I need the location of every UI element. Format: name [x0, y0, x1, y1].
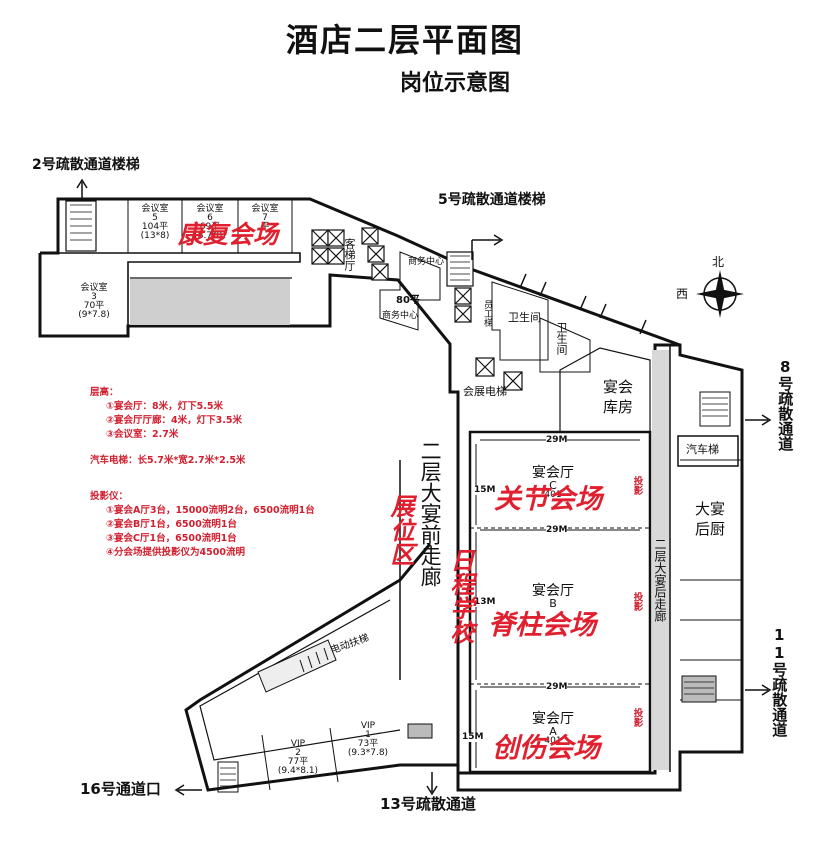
note-height-2: ②宴会厅厅廊：4米，灯下3.5米	[106, 415, 242, 426]
projector-a-label: 投影	[631, 708, 643, 727]
back-corridor-fill	[652, 350, 670, 770]
dim-29m-top: 29M	[546, 435, 568, 445]
note-car-lift: 汽车电梯：长5.7米*宽2.7米*2.5米	[90, 455, 246, 466]
dim-29m-mid: 29M	[546, 525, 568, 535]
note-projector-1: ①宴会A厅3台，15000流明2台，6500流明1台	[106, 505, 315, 516]
guest-lift-hall-label: 客梯厅	[343, 238, 356, 271]
note-projector-3: ③宴会C厅1台，6500流明1台	[106, 533, 237, 544]
projector-c-label: 投影	[631, 476, 643, 495]
dim-15m-bottom: 15M	[462, 732, 484, 742]
business-area-label: 80平	[396, 295, 420, 306]
ballroom-a: 宴会厅 A 401	[532, 711, 574, 746]
page-title: 酒店二层平面图	[286, 21, 525, 59]
banquet-storage-label: 宴会库房	[602, 378, 633, 416]
venue-spine-label: 脊柱会场	[488, 610, 596, 641]
venue-trauma-label: 创伤会场	[492, 733, 600, 764]
exhibit-area-label: 展位区	[386, 494, 415, 566]
staff-lift-label: 员工梯	[482, 300, 492, 327]
compass-rose	[696, 270, 744, 318]
note-projector-title: 投影仪：	[90, 491, 129, 502]
dim-13m: 13M	[474, 597, 496, 607]
stair-2	[65, 200, 97, 252]
ballroom-c: 宴会厅 C 401	[532, 465, 574, 500]
exit-16-label: 16号通道口	[80, 780, 161, 798]
exit-5-label: 5号疏散通道楼梯	[438, 192, 546, 208]
car-lift-box	[677, 435, 739, 467]
note-projector-2: ②宴会B厅1台，6500流明1台	[106, 519, 237, 530]
lower-wing-outline	[184, 543, 458, 792]
compass-west-label: 西	[676, 287, 689, 301]
compass-north-label: 北	[712, 255, 725, 269]
dim-15m-top: 15M	[474, 485, 496, 495]
front-corridor-label: 二层大宴前走廊	[418, 440, 443, 587]
checkin-label: 日程学校	[446, 548, 475, 644]
guest-elevators	[311, 227, 389, 281]
note-height-1: ①宴会厅：8米，灯下5.5米	[106, 401, 223, 412]
ballroom-block	[468, 430, 652, 774]
dim-29m-bottom: 29M	[546, 682, 568, 692]
note-projector-4: ④分会场提供投影仪为4500流明	[106, 547, 245, 558]
wc-1-label: 卫生间	[508, 311, 541, 324]
note-height-title: 层高：	[90, 387, 119, 398]
projector-b-label: 投影	[631, 592, 643, 611]
exit-11-label: 11号疏散通道	[770, 626, 789, 737]
back-corridor-label: 二层大宴后走廊	[653, 538, 667, 622]
exit-8-label: 8号疏散通道	[776, 358, 795, 451]
escalator-drawing	[257, 639, 337, 693]
exit-13-label: 13号疏散通道	[380, 795, 476, 813]
wc-2-label: 卫生间	[555, 322, 568, 355]
business-center-1-label: 商务中心	[408, 257, 445, 267]
meeting-room-3-gray	[130, 279, 290, 325]
expo-elevators	[475, 357, 523, 391]
note-height-3: ③会议室：2.7米	[106, 429, 179, 440]
back-kitchen-label: 大宴后厨	[694, 500, 725, 538]
business-center-2-label: 商务中心	[382, 311, 419, 321]
page-subtitle: 岗位示意图	[400, 71, 511, 96]
expo-lift-label: 会展电梯	[463, 385, 507, 398]
exit-2-label: 2号疏散通道楼梯	[32, 157, 140, 173]
venue-joint-label: 关节会场	[494, 484, 602, 515]
staff-elevators	[446, 251, 474, 323]
venue-rehab-label: 康复会场	[178, 220, 279, 249]
car-lift-label: 汽车梯	[686, 443, 719, 456]
ballroom-b: 宴会厅 B	[532, 583, 574, 610]
